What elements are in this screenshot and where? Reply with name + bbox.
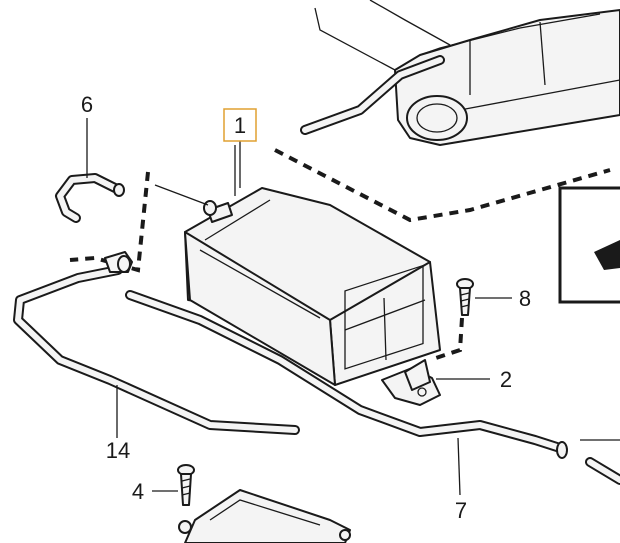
hose-part-14 (13, 265, 300, 435)
hose-part-7 (125, 290, 620, 485)
bracket-part-2 (381, 359, 441, 406)
callout-1: 1 (234, 113, 246, 138)
callout-14: 14 (106, 438, 130, 463)
leader-lines (86, 118, 620, 496)
callout-2: 2 (500, 367, 512, 392)
callout-6: 6 (81, 92, 93, 117)
callout-7: 7 (455, 498, 467, 523)
mounting-outline-bracket (274, 148, 611, 223)
bottom-mounting-plate (178, 489, 351, 543)
callout-4: 4 (132, 479, 144, 504)
mounting-outline-bolt (429, 317, 464, 362)
bolt-part-8 (456, 278, 474, 316)
rear-bracket-panel (314, 0, 620, 146)
callout-1-highlight-box (223, 108, 257, 142)
vent-tube-top (300, 55, 445, 135)
callout-8: 8 (519, 286, 531, 311)
evap-canister-part-1 (154, 145, 441, 386)
hose-part-6 (55, 173, 125, 223)
bolt-part-4 (177, 464, 195, 506)
connector-fitting (104, 251, 133, 273)
detail-inset-box (558, 186, 620, 304)
